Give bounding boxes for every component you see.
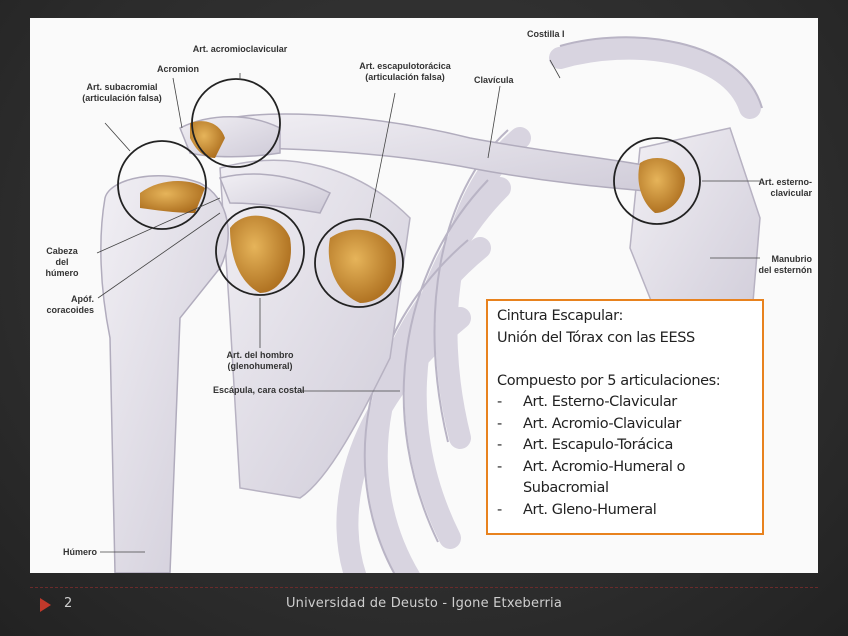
circle-acromioclavicular: [191, 78, 281, 168]
label-hombro: Art. del hombro (glenohumeral): [226, 350, 294, 371]
footer-credit: Universidad de Deusto - Igone Etxeberria: [285, 596, 563, 611]
label-acromion: Acromion: [157, 64, 200, 74]
subacromial-cartilage: [140, 181, 205, 213]
list-item: -Art. Escapulo-Torácica: [497, 437, 673, 453]
scapulothoracic-cartilage: [328, 229, 396, 303]
glenoid-cartilage: [230, 215, 291, 293]
circle-scapulothoracic: [314, 218, 404, 308]
leader-lines: [96, 59, 760, 553]
list-item: -Art. Gleno-Humeral: [497, 501, 657, 518]
sternoclavicular-cartilage: [638, 158, 685, 213]
anatomy-figure: Costilla I Art. acromioclavicular Acromi…: [30, 18, 818, 573]
list-item: -Art. Acromio-Clavicular: [497, 415, 681, 432]
circle-subacromial: [117, 140, 207, 230]
footer-divider: [30, 587, 818, 588]
list-item: -Art. Esterno-Clavicular: [497, 394, 677, 410]
textbox-title-2: Unión del Tórax con las EESS: [497, 329, 695, 346]
circle-sternoclavicular: [613, 137, 701, 225]
ribs: [336, 37, 761, 573]
label-apofisis: Apóf. coracoides: [46, 294, 94, 315]
textbox-title-1: Cintura Escapular:: [497, 308, 623, 324]
label-escapulotoracica: Art. escapulotorácica (articulación fals…: [359, 61, 451, 82]
label-cabeza: Cabeza del húmero: [45, 246, 79, 278]
textbox-spacer: [497, 349, 762, 371]
label-humero: Húmero: [63, 547, 98, 557]
joint-circles: [117, 78, 701, 308]
label-acromioclavicular: Art. acromioclavicular: [192, 44, 288, 54]
label-subacromial: Art. subacromial (articulación falsa): [82, 82, 162, 103]
circle-glenohumeral: [215, 206, 305, 296]
humerus: [100, 175, 229, 573]
page-number: 2: [64, 596, 73, 611]
summary-textbox: Cintura Escapular: Unión del Tórax con l…: [486, 299, 764, 535]
shoulder-illustration: [96, 36, 763, 573]
list-item: -Art. Acromio-Humeral o Subacromial: [497, 458, 686, 497]
label-esterno: Art. esterno- clavicular: [758, 177, 812, 198]
label-escapula: Escápula, cara costal: [213, 385, 305, 395]
textbox-intro: Compuesto por 5 articulaciones:: [497, 372, 721, 389]
joint-list: -Art. Esterno-Clavicular -Art. Acromio-C…: [497, 392, 762, 521]
label-clavicula: Clavícula: [474, 75, 514, 85]
coracoid: [218, 173, 332, 214]
acromioclavicular-cartilage: [190, 121, 225, 158]
label-manubrio: Manubrio del esternón: [758, 254, 812, 275]
slide-arrow-icon: [40, 598, 51, 612]
label-costilla: Costilla I: [527, 29, 565, 39]
